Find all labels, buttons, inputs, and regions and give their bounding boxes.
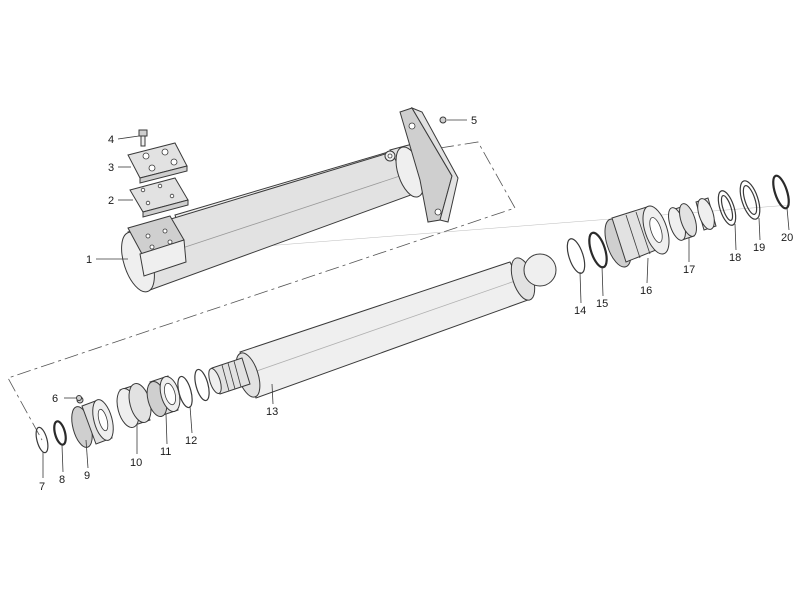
part-15-ring [588,231,608,269]
ring-near-rod [194,368,210,402]
callout-12: 12 [185,435,197,447]
part-17-bushing [668,203,697,241]
part-18-ring [717,190,737,226]
part-6-fitting [76,395,82,401]
part-1-cylinder-barrel [121,106,459,293]
part-9-gland [71,396,114,448]
part-7-ring [35,426,49,454]
part-10-bushing [116,383,152,428]
part-4-bolt [138,129,148,147]
callout-2: 2 [108,195,114,207]
callout-17: 17 [683,264,695,276]
part-20-ring [772,174,790,210]
callout-3: 3 [108,162,114,174]
callout-7: 7 [39,481,45,493]
callout-16: 16 [640,285,652,297]
part-11-seal-housing [146,375,181,418]
callout-11: 11 [160,446,171,458]
callout-8: 8 [59,474,65,486]
part-14-ring [566,238,586,274]
part-13-piston-rod [208,253,557,399]
part-8-ring [53,420,67,446]
callout-5: 5 [471,115,477,127]
callout-labels: 1 2 3 4 5 6 7 8 9 10 11 12 13 14 15 16 1… [39,115,793,493]
callout-13: 13 [266,406,278,418]
callout-15: 15 [596,298,608,310]
callout-18: 18 [729,252,741,264]
callout-14: 14 [574,305,586,317]
assembly-centerline [7,141,516,441]
callout-20: 20 [781,232,793,244]
callout-6: 6 [52,393,58,405]
callout-9: 9 [84,470,90,482]
part-17b-spacer [695,197,717,231]
part-3-plate [127,142,188,184]
callout-10: 10 [130,457,142,469]
callout-4: 4 [108,134,114,146]
part-12-ring [177,375,193,409]
part-19-ring [739,180,761,220]
part-16-piston [604,205,670,268]
callout-19: 19 [753,242,765,254]
leader-lines [42,119,790,478]
part-2-plate [129,177,189,218]
callout-1: 1 [86,254,92,266]
part-5-fitting [439,116,447,124]
